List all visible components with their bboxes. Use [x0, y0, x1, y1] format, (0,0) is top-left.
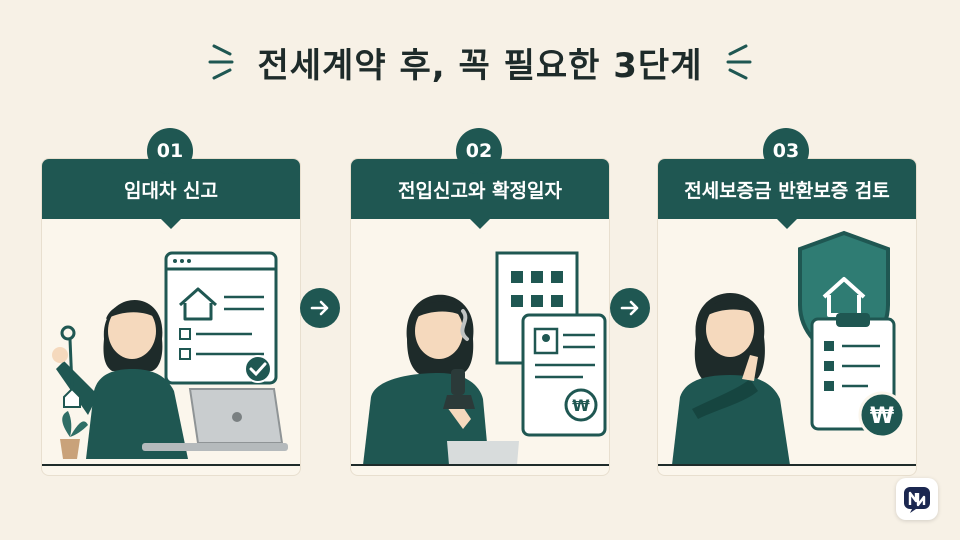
stamp-icon	[443, 369, 475, 409]
illustration-deposit-guarantee: ₩	[658, 230, 916, 466]
illustration-rental-report	[42, 251, 300, 466]
step-arrow-2	[610, 288, 650, 328]
page-title: 전세계약 후, 꼭 필요한 3단계	[257, 46, 703, 86]
laptop-icon	[142, 388, 288, 451]
woman-figure	[52, 299, 188, 459]
step-number-badge: 02	[456, 128, 502, 174]
svg-text:₩: ₩	[870, 404, 894, 429]
arrow-right-icon	[310, 300, 329, 316]
woman-figure	[363, 294, 489, 465]
browser-window-icon	[164, 251, 278, 385]
svg-text:₩: ₩	[572, 396, 590, 415]
step-number-badge: 01	[147, 128, 193, 174]
woman-figure	[672, 292, 790, 465]
brand-logo	[896, 478, 938, 520]
key-icon	[60, 325, 81, 408]
checkmark-icon	[244, 355, 272, 383]
won-icon: ₩	[858, 391, 906, 439]
sparkle-left-icon	[208, 44, 234, 80]
won-icon: ₩	[564, 388, 598, 422]
step-card-3: 03 전세보증금 반환보증 검토 ₩	[657, 128, 917, 476]
header-pointer	[159, 217, 183, 229]
sparkle-right-icon	[726, 44, 752, 80]
logo-icon	[904, 487, 930, 513]
step-card-1: 01 임대차 신고	[41, 128, 301, 476]
header-pointer	[775, 217, 799, 229]
step-number-badge: 03	[763, 128, 809, 174]
step-card-2: 02 전입신고와 확정일자 ₩	[350, 128, 610, 476]
plant-icon	[60, 411, 88, 459]
step-card-body: 임대차 신고	[41, 158, 301, 476]
step-card-body: 전입신고와 확정일자 ₩	[350, 158, 610, 476]
step-card-body: 전세보증금 반환보증 검토 ₩	[657, 158, 917, 476]
step-arrow-1	[300, 288, 340, 328]
header-pointer	[468, 217, 492, 229]
document-icon	[521, 313, 607, 437]
illustration-move-in-report: ₩	[351, 251, 609, 466]
arrow-right-icon	[620, 300, 639, 316]
